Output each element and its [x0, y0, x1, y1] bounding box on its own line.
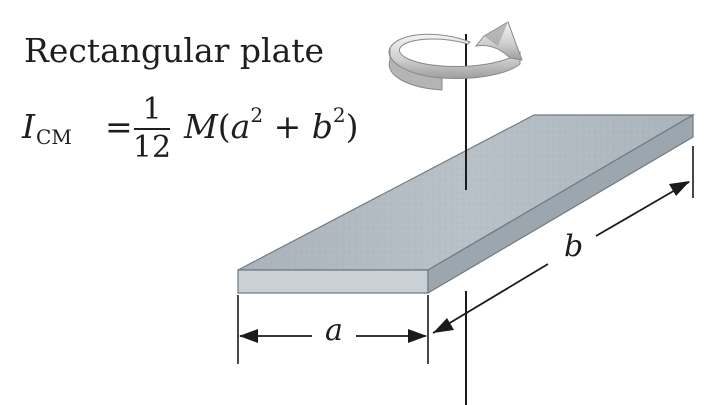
dimension-a: [237, 295, 429, 364]
mass-symbol: M: [184, 107, 218, 146]
fraction-denominator: 12: [132, 130, 172, 165]
fraction-numerator: 1: [142, 92, 162, 127]
cm-subscript: CM: [36, 125, 72, 149]
exp-b: 2: [332, 103, 346, 127]
fraction-bar: [134, 128, 170, 130]
var-b: b: [311, 107, 333, 146]
inertia-symbol: I: [22, 107, 36, 146]
plate-top-texture: [238, 115, 693, 270]
formula-rhs: M(a2 + b2): [184, 103, 359, 146]
dimension-a-label: a: [325, 313, 343, 348]
plus-sign: +: [273, 107, 302, 146]
plate-front-face: [237, 269, 429, 294]
open-paren: (: [217, 107, 231, 146]
dimension-b: [432, 146, 694, 334]
formula-lhs: ICM: [22, 107, 72, 149]
plate-title: Rectangular plate: [24, 31, 325, 70]
close-paren: ): [345, 107, 359, 146]
dimension-b-label: b: [564, 229, 584, 264]
exp-a: 2: [250, 103, 264, 127]
rotation-arrow-icon: [388, 21, 523, 91]
fraction: 1 12: [130, 93, 174, 165]
equals-sign: =: [105, 107, 133, 146]
var-a: a: [230, 107, 251, 146]
plate-side-face: [427, 113, 694, 295]
